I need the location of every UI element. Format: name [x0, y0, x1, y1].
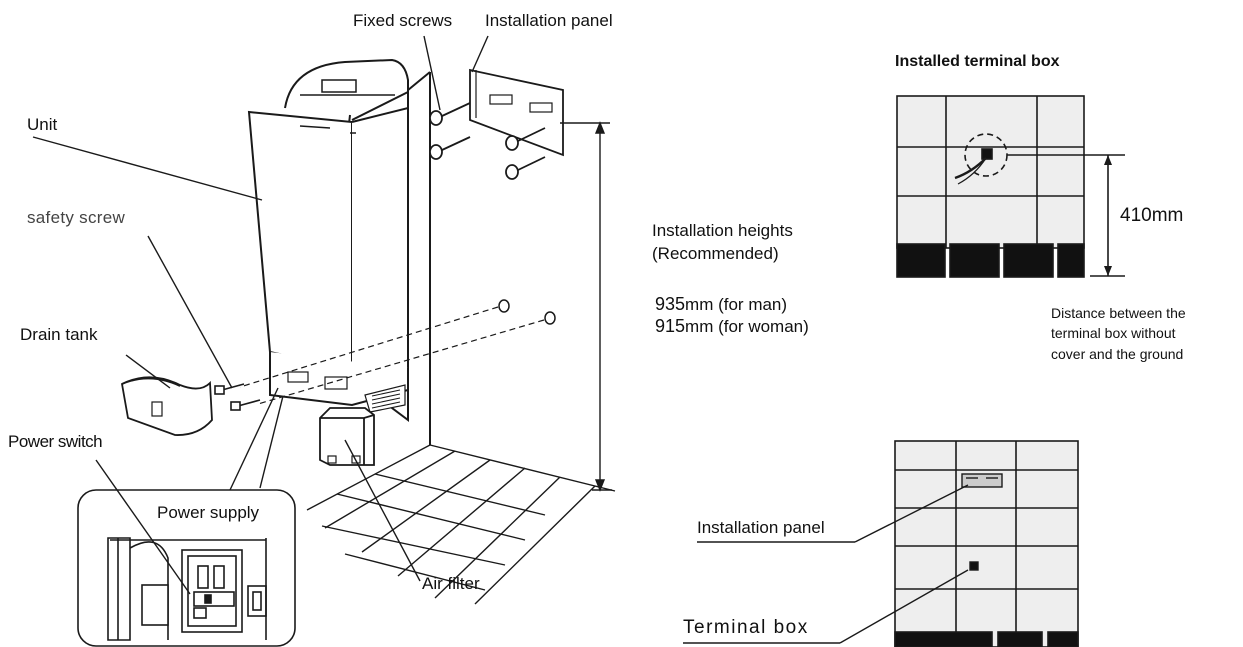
distance-note-line1: Distance between the	[1051, 305, 1186, 321]
air-filter-label: Air filter	[422, 574, 480, 593]
power-supply-label: Power supply	[157, 503, 260, 522]
installation-panel-bottom-label: Installation panel	[697, 518, 825, 537]
height-dimension	[560, 121, 612, 492]
height-man-value: 935	[655, 294, 686, 314]
leader-lines-top	[423, 35, 489, 111]
distance-note-line3: cover and the ground	[1051, 346, 1184, 362]
unit-body	[247, 58, 409, 422]
drain-tank-label: Drain tank	[20, 325, 98, 344]
height-man-text: mm (for man)	[685, 295, 788, 314]
drain-tank-part	[120, 376, 213, 436]
wall-holes	[498, 299, 556, 325]
power-inset	[77, 489, 296, 647]
safety-screw-label: safety screw	[27, 208, 126, 227]
terminal-box-tiles	[896, 95, 1085, 278]
floor-grid	[306, 444, 616, 605]
unit-label: Unit	[27, 115, 58, 134]
alignment-dashes	[239, 306, 545, 405]
dimension-arrows	[1104, 155, 1112, 276]
height-woman-text: mm (for woman)	[685, 317, 809, 336]
panel-wall-parts	[683, 473, 1003, 644]
terminal-box-detail	[954, 133, 1125, 277]
installation-heights-label: Installation heights	[652, 221, 793, 240]
power-switch-leader	[95, 459, 191, 595]
height-for-man: 935mm (for man)	[655, 294, 787, 315]
fixed-screws	[429, 102, 546, 180]
panel-wall-tiles	[894, 440, 1079, 647]
air-outlet-grille	[371, 389, 401, 409]
installation-heights-recommended: (Recommended)	[652, 244, 779, 263]
distance-note-line2: terminal box without	[1051, 325, 1176, 341]
dimension-410-label: 410mm	[1120, 205, 1184, 226]
height-for-woman: 915mm (for woman)	[655, 316, 809, 337]
air-filter-part	[319, 407, 375, 466]
safety-screws	[214, 383, 261, 411]
power-switch-label: Power switch	[8, 432, 103, 451]
leader-lines-left	[32, 136, 421, 582]
height-woman-value: 915	[655, 316, 686, 336]
installed-terminal-box-title: Installed terminal box	[895, 53, 1060, 70]
terminal-box-label: Terminal box	[683, 617, 809, 638]
installation-panel-label: Installation panel	[485, 11, 613, 30]
fixed-screws-label: Fixed screws	[353, 11, 453, 30]
